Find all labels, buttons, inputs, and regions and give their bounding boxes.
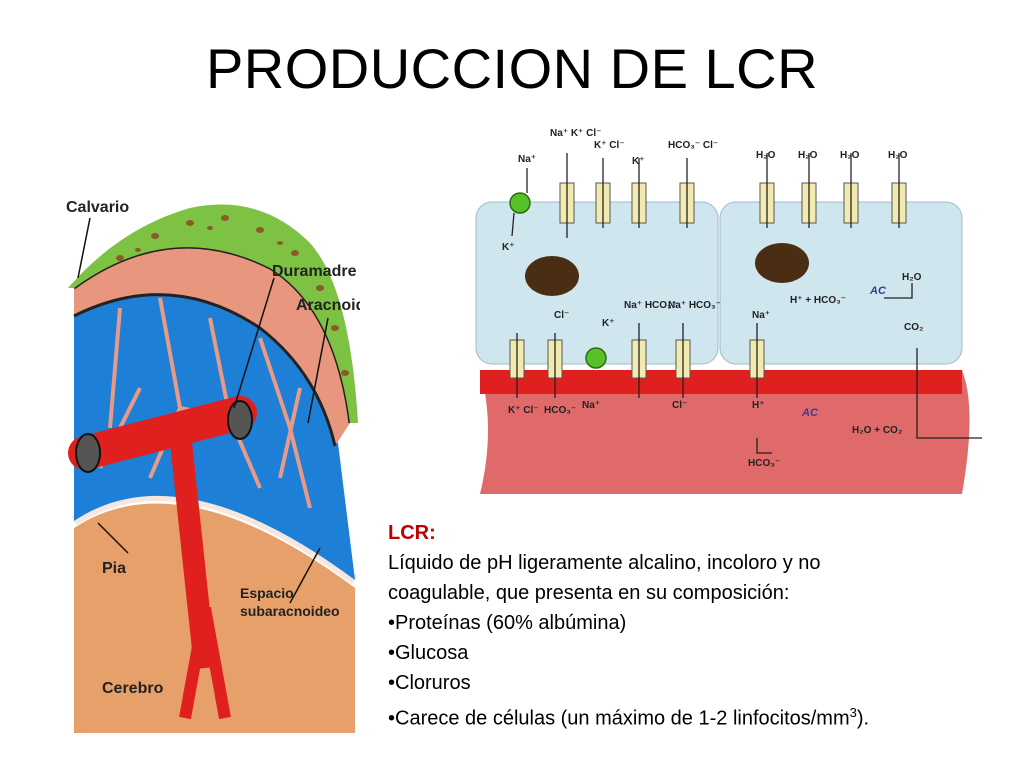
label-subaracnoideo: subaracnoideo [240, 603, 340, 619]
reaction-h-hco3: H⁺ + HCO₃⁻ [790, 295, 846, 306]
lcr-bullet-4-text: •Carece de células (un máximo de 1-2 lin… [388, 707, 850, 730]
subarachnoid-space [74, 294, 355, 580]
ion-bot-2: HCO₃⁻ [544, 405, 576, 416]
ion-top-4: K⁺ [632, 156, 645, 167]
lcr-description: LCR: Líquido de pH ligeramente alcalino,… [388, 518, 1008, 734]
water-2: H₂O [798, 150, 818, 161]
arachnoid-line [73, 293, 337, 447]
co2-cell: CO₂ [904, 322, 923, 333]
nucleus-left [525, 256, 579, 296]
lcr-bullet-4-end: ). [856, 707, 870, 730]
epithelial-cell-right [719, 201, 963, 365]
ion-bot-1: K⁺ Cl⁻ [508, 405, 539, 416]
water-4: H₂O [888, 150, 908, 161]
capillary [480, 370, 970, 494]
ion-mid-6: Na⁺ [752, 310, 770, 321]
basolateral-transporters [509, 339, 765, 379]
blood-vessel [68, 396, 257, 720]
water-cell: H₂O [902, 272, 922, 283]
apical-transporters [559, 182, 907, 224]
ac-vessel: AC [801, 407, 819, 419]
lcr-bullet-3: •Cloruros [388, 672, 471, 694]
ion-top-5: HCO₃⁻ Cl⁻ [668, 140, 718, 151]
vessel-product: H₂O + CO₂ [852, 425, 902, 436]
lcr-line-1: Líquido de pH ligeramente alcalino, inco… [388, 552, 821, 574]
ion-labels: Na⁺ Na⁺ K⁺ Cl⁻ K⁺ Cl⁻ K⁺ HCO₃⁻ Cl⁻ H₂O H… [502, 128, 923, 469]
label-espacio: Espacio [240, 585, 294, 601]
ion-mid-2: Cl⁻ [554, 310, 569, 321]
lcr-bullet-1: •Proteínas (60% albúmina) [388, 612, 627, 634]
water-3: H₂O [840, 150, 860, 161]
lcr-bullet-4-sup: 3 [849, 705, 857, 720]
flux-arrows [511, 153, 982, 454]
ion-bot-5: H⁺ [752, 400, 765, 411]
label-duramadre: Duramadre [272, 263, 357, 280]
ion-top-2: Na⁺ K⁺ Cl⁻ [550, 128, 601, 139]
label-aracnoides: Aracnoides [296, 297, 360, 314]
bone-texture [116, 215, 349, 376]
label-calvario: Calvario [66, 199, 129, 216]
lcr-bullet-2: •Glucosa [388, 642, 469, 664]
leader-lines [77, 217, 329, 604]
water-1: H₂O [756, 150, 776, 161]
ion-mid-4: Na⁺ HCO₃⁻ [624, 300, 677, 311]
vessel-hco3: HCO₃⁻ [748, 458, 780, 469]
ion-bot-4: Cl⁻ [672, 400, 687, 411]
nucleus-right [755, 243, 809, 283]
ion-top-3: K⁺ Cl⁻ [594, 140, 625, 151]
label-cerebro: Cerebro [102, 680, 164, 697]
calvario-bone [68, 204, 358, 423]
ion-mid-5: Na⁺ HCO₃⁻ [668, 300, 721, 311]
dura-layer [74, 247, 350, 446]
na-k-pump-bottom [585, 347, 607, 369]
cerebro-region [74, 503, 355, 733]
ion-top-1: Na⁺ [518, 154, 536, 165]
ion-bot-3: Na⁺ [582, 400, 600, 411]
na-k-pump-top [509, 192, 531, 214]
label-pia: Pia [102, 560, 126, 577]
meninges-diagram: Calvario Duramadre Aracnoides Pia Espaci… [66, 199, 360, 733]
choroid-transport-diagram: Na⁺ Na⁺ K⁺ Cl⁻ K⁺ Cl⁻ K⁺ HCO₃⁻ Cl⁻ H₂O H… [475, 128, 982, 494]
ion-mid-3: K⁺ [602, 318, 615, 329]
ac-cell: AC [869, 285, 887, 297]
lcr-heading: LCR: [388, 522, 436, 544]
lcr-bullet-4: •Carece de células (un máximo de 1-2 lin… [388, 698, 1008, 734]
slide-title: PRODUCCION DE LCR [205, 37, 819, 100]
lcr-line-2: coagulable, que presenta en su composici… [388, 582, 790, 604]
ion-mid-1: K⁺ [502, 242, 515, 253]
